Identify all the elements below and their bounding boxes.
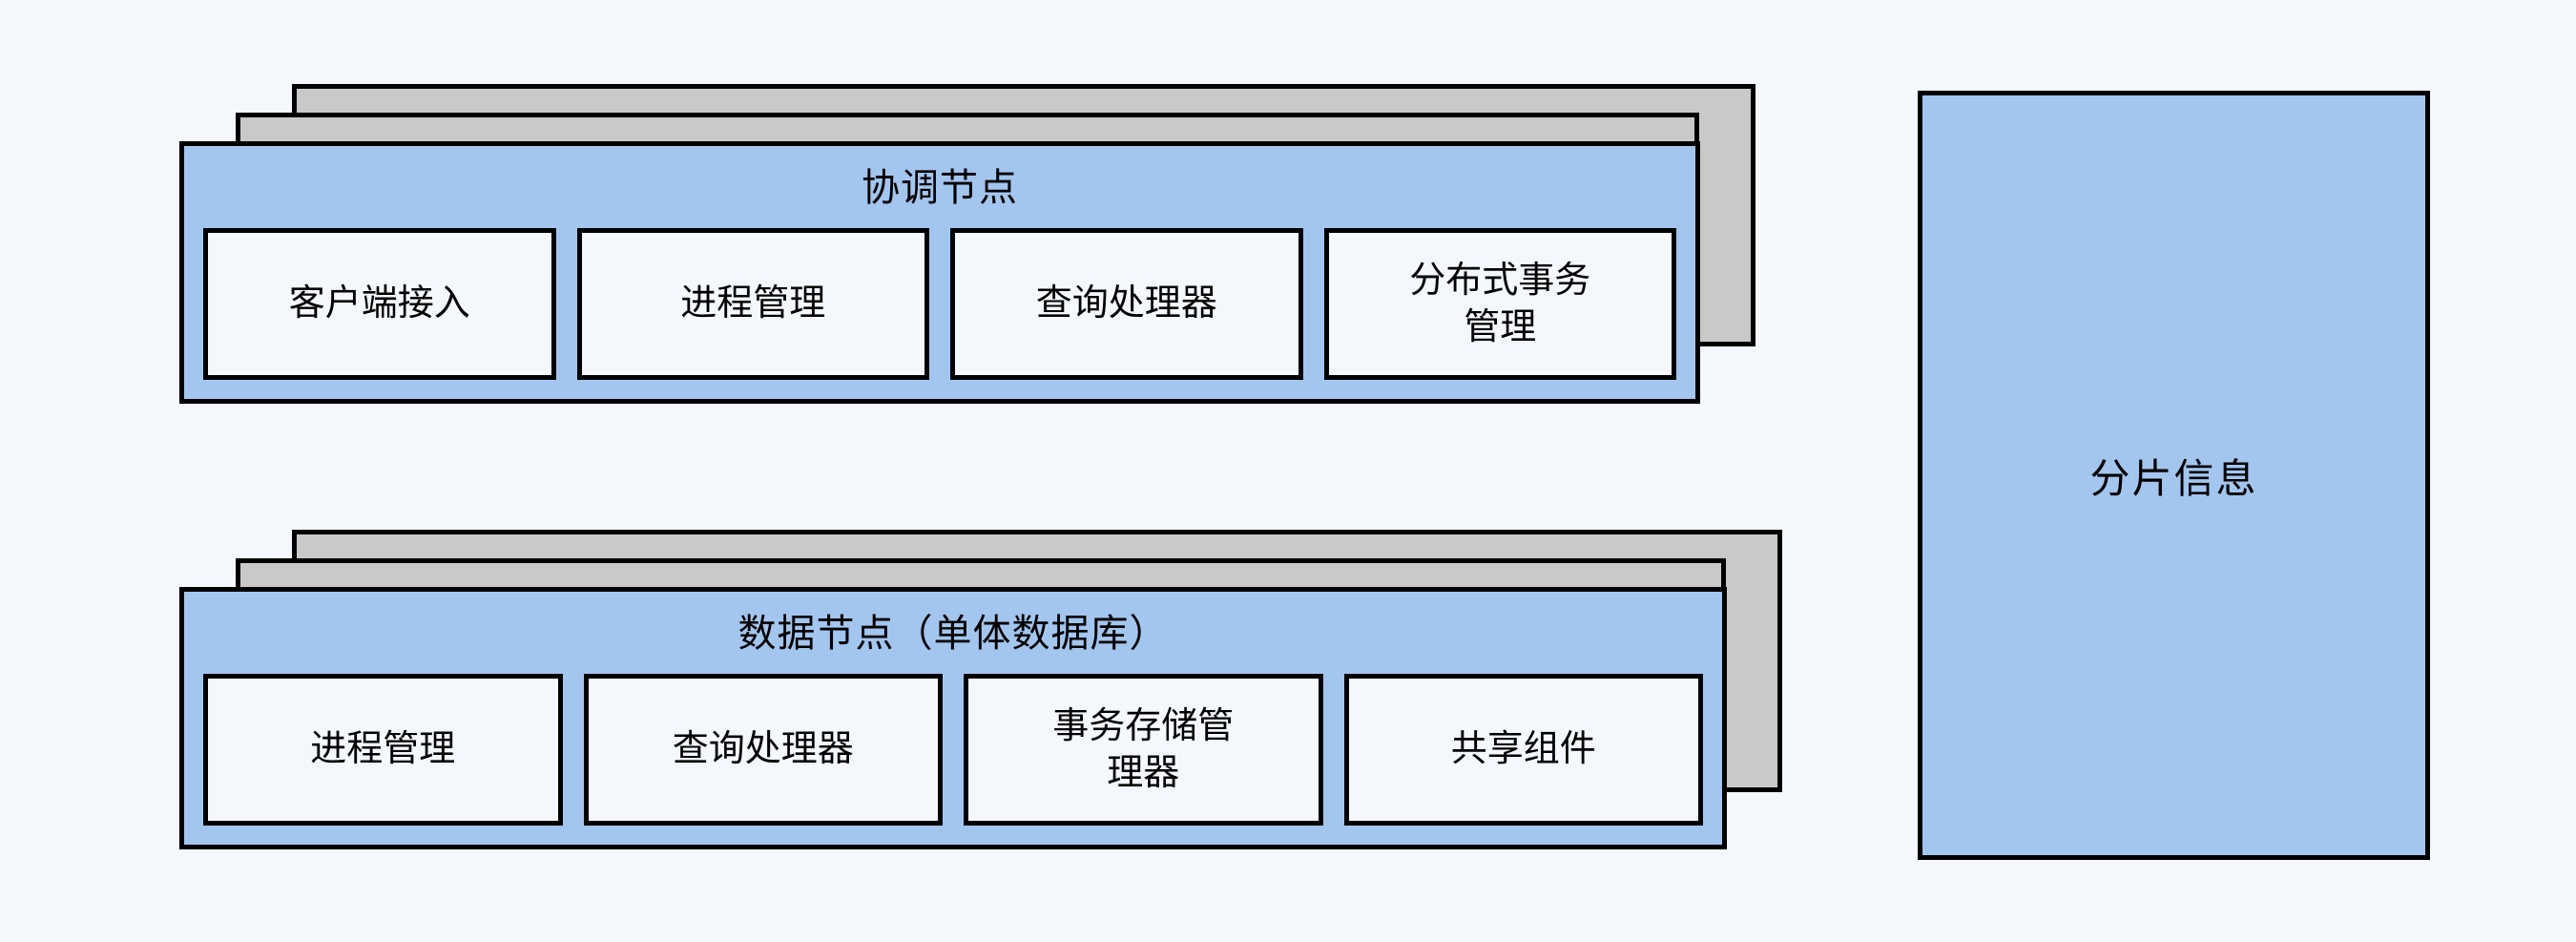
component-client-access[interactable]: 客户端接入 (203, 228, 556, 380)
coordinator-node-card[interactable]: 协调节点 客户端接入 进程管理 查询处理器 分布式事务管理 (179, 141, 1700, 404)
data-node-title: 数据节点（单体数据库） (737, 613, 1169, 655)
data-node-card[interactable]: 数据节点（单体数据库） 进程管理 查询处理器 事务存储管理器 共享组件 (179, 587, 1727, 849)
data-component-list: 进程管理 查询处理器 事务存储管理器 共享组件 (184, 674, 1722, 845)
component-process-management[interactable]: 进程管理 (576, 228, 929, 380)
component-query-processor[interactable]: 查询处理器 (950, 228, 1303, 380)
coordinator-node-title: 协调节点 (862, 167, 1018, 209)
shard-info-label: 分片信息 (2089, 455, 2258, 501)
component-transaction-storage-manager[interactable]: 事务存储管理器 (964, 674, 1323, 826)
data-node-stack: 数据节点（单体数据库） 进程管理 查询处理器 事务存储管理器 共享组件 (179, 530, 1782, 854)
component-distributed-transaction-management[interactable]: 分布式事务管理 (1323, 228, 1676, 380)
component-query-processor[interactable]: 查询处理器 (583, 674, 943, 826)
component-process-management[interactable]: 进程管理 (203, 674, 563, 826)
coordinator-component-list: 客户端接入 进程管理 查询处理器 分布式事务管理 (184, 228, 1695, 399)
component-shared-components[interactable]: 共享组件 (1343, 674, 1703, 826)
coordinator-node-stack: 协调节点 客户端接入 进程管理 查询处理器 分布式事务管理 (179, 84, 1755, 408)
shard-info-panel[interactable]: 分片信息 (1918, 91, 2430, 860)
